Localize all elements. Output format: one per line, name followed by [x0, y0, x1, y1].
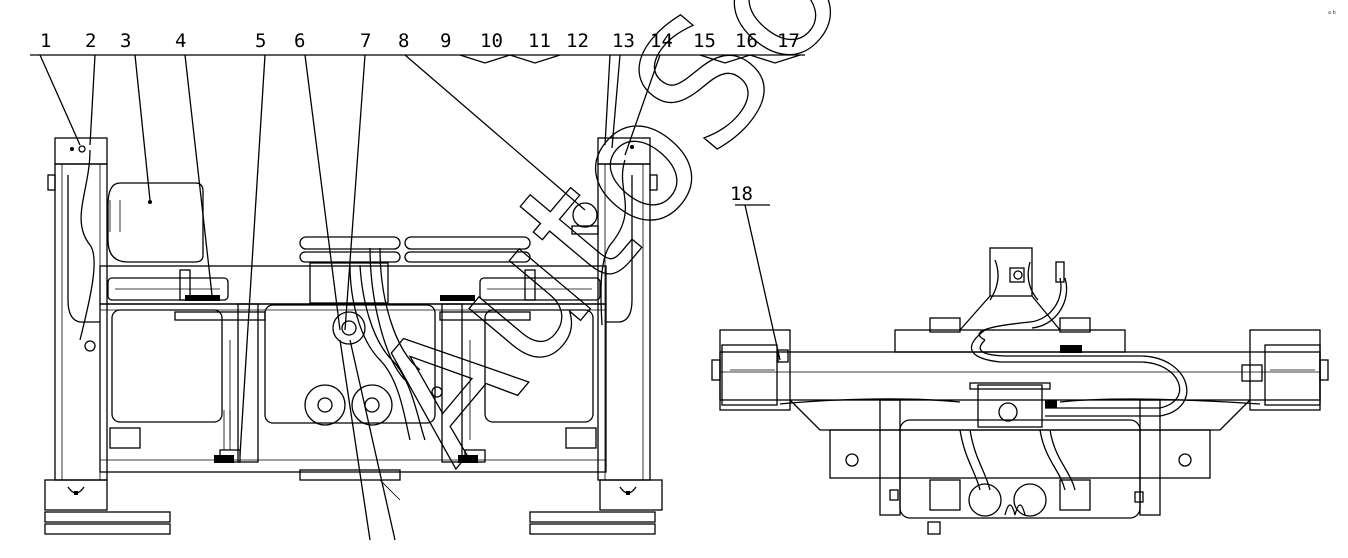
- callout-16: 16: [735, 30, 758, 52]
- callout-13: 13: [612, 30, 635, 52]
- callout-6: 6: [294, 30, 305, 52]
- callout-8: 8: [398, 30, 409, 52]
- callout-4: 4: [175, 30, 186, 52]
- callout-12: 12: [566, 30, 589, 52]
- callout-15: 15: [693, 30, 716, 52]
- corner-mark: a b: [1328, 10, 1336, 16]
- front-view: [44, 137, 663, 535]
- callout-14: 14: [650, 30, 673, 52]
- callout-3: 3: [120, 30, 131, 52]
- callout-9: 9: [440, 30, 451, 52]
- callout-labels: 1 2 3 4 5 6 7 8 9 10 11 12 13 14 15 16 1…: [40, 30, 800, 205]
- callout-2: 2: [85, 30, 96, 52]
- side-view: [711, 247, 1329, 535]
- callout-1: 1: [40, 30, 51, 52]
- callout-leaders: [30, 54, 805, 541]
- callout-11: 11: [528, 30, 551, 52]
- callout-10: 10: [480, 30, 503, 52]
- callout-18: 18: [730, 183, 753, 205]
- callout-5: 5: [255, 30, 266, 52]
- callout-17: 17: [777, 30, 800, 52]
- callout-7: 7: [360, 30, 371, 52]
